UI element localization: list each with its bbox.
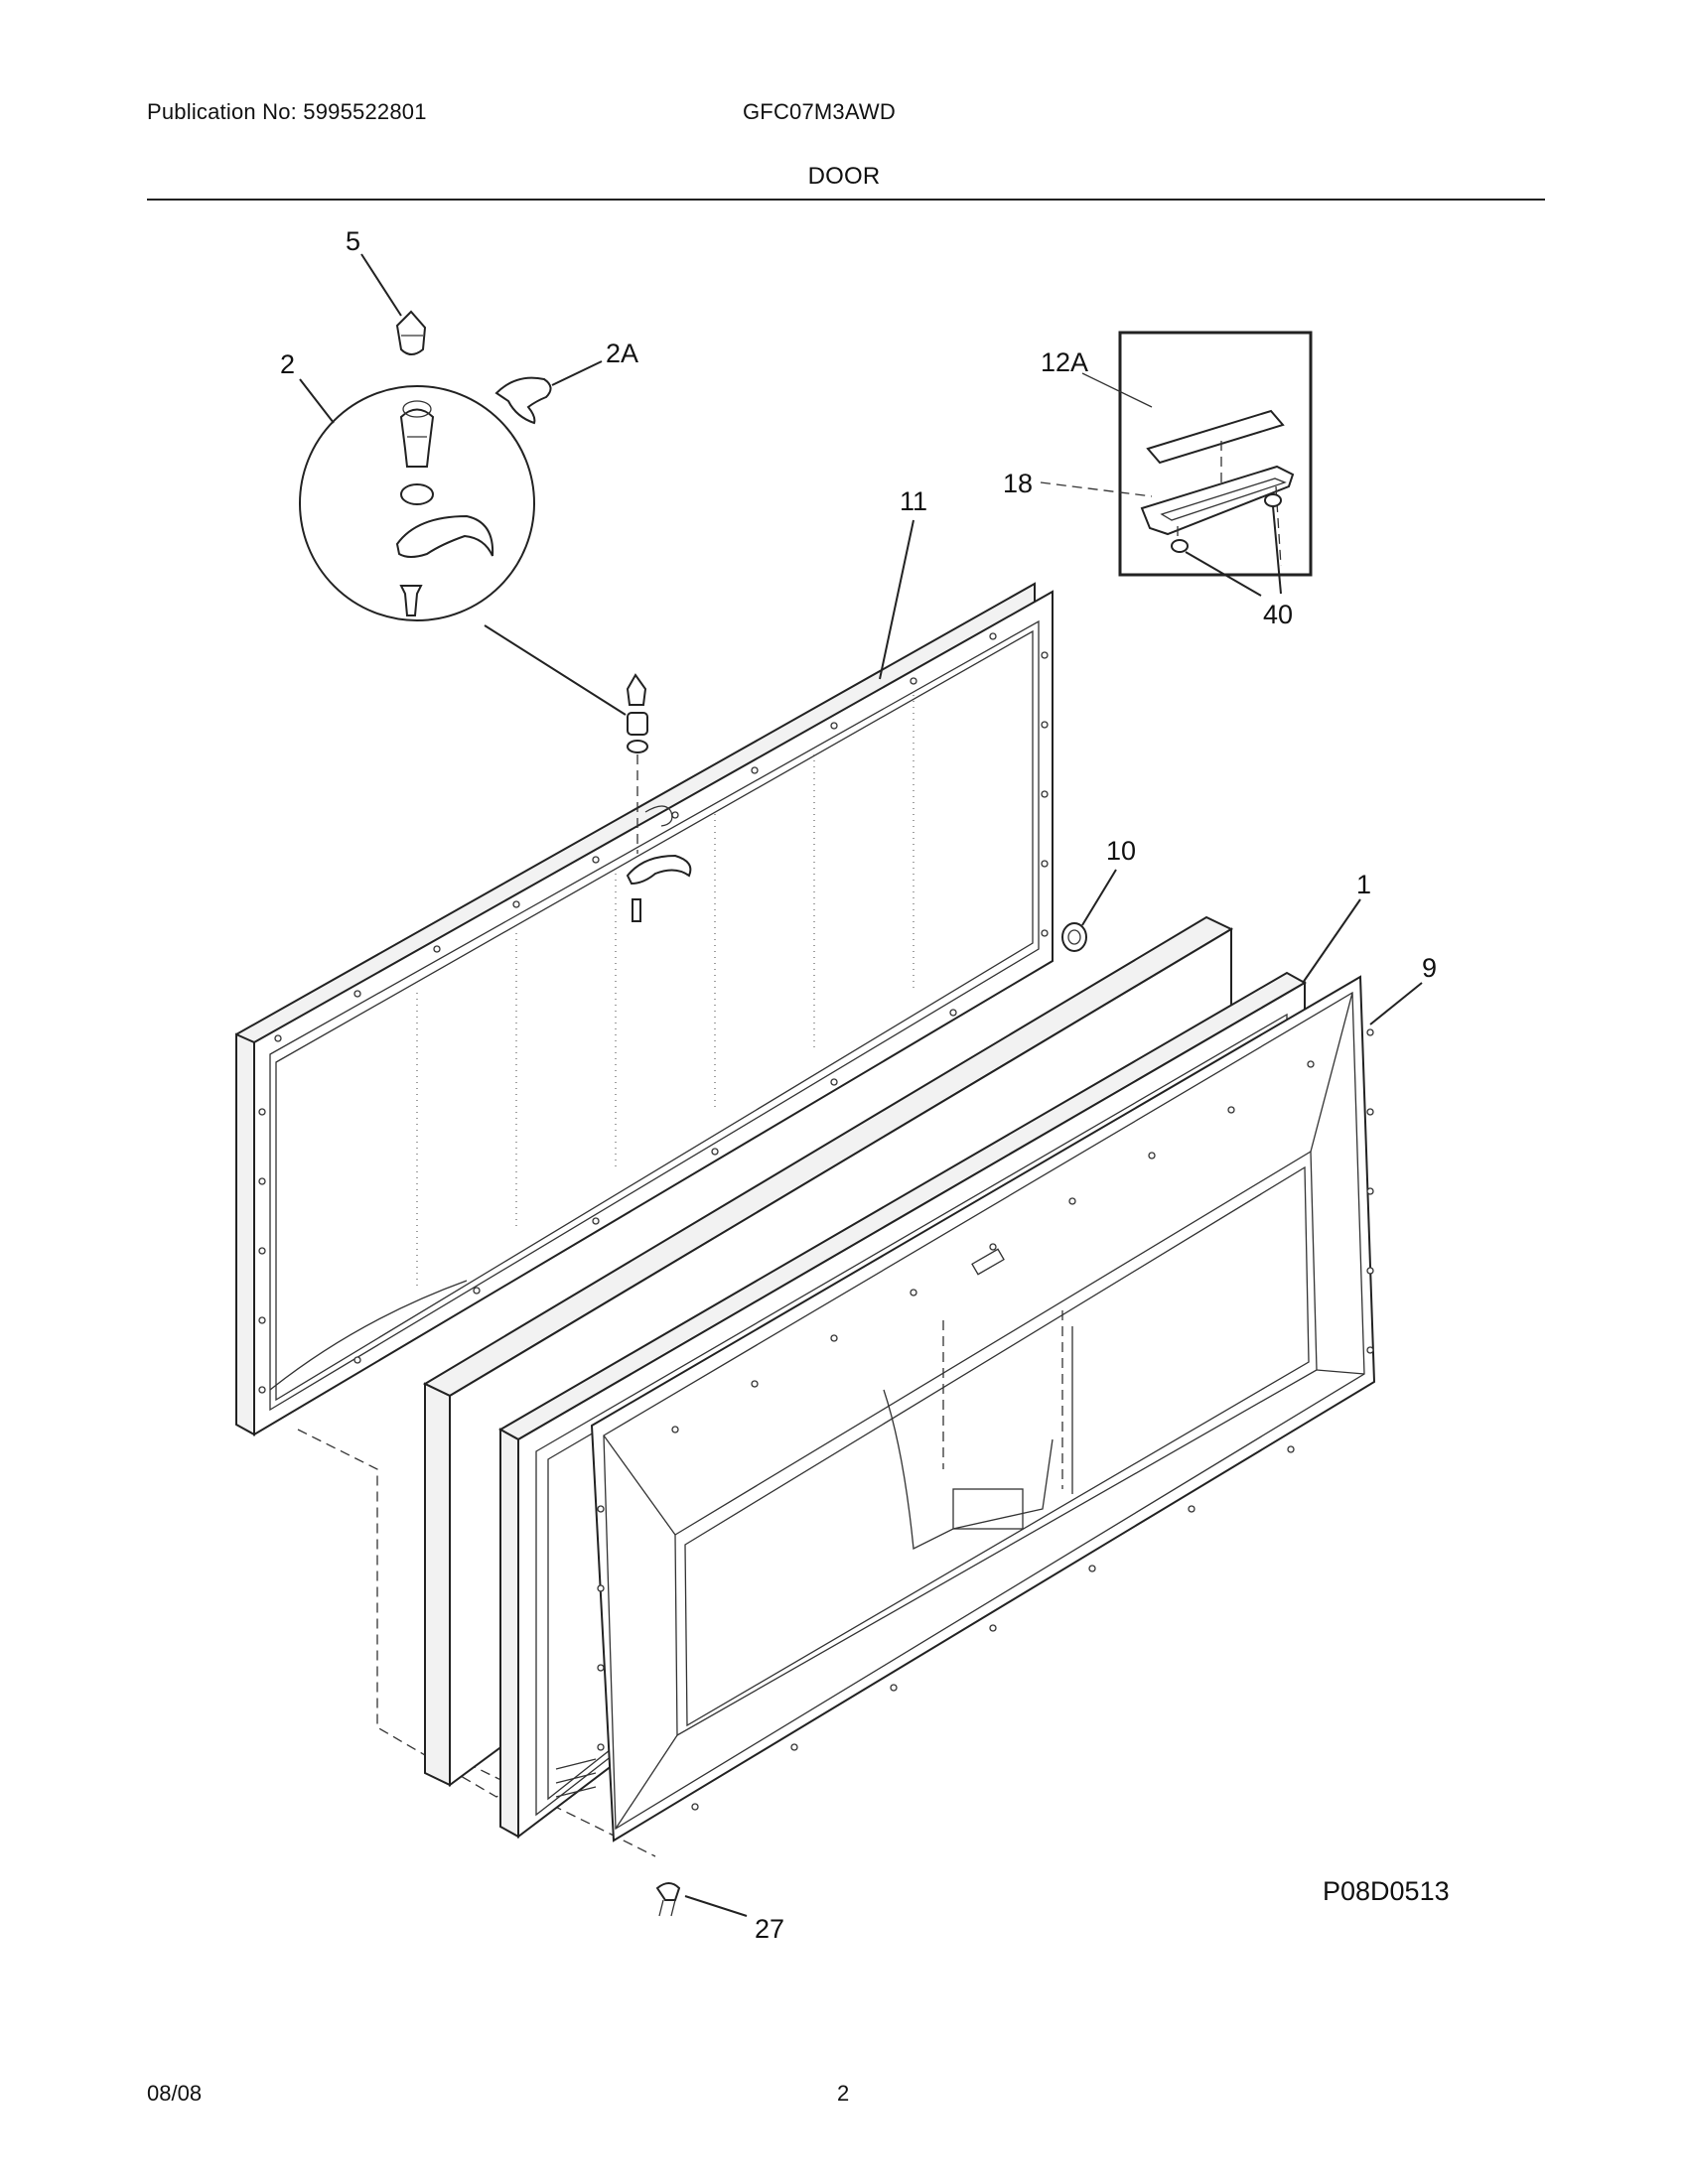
callout-27: 27 (755, 1914, 784, 1944)
leader-2a (551, 360, 603, 386)
figure-code: P08D0513 (1323, 1876, 1450, 1906)
door-inner-liner (590, 975, 1376, 1843)
leader-18 (1040, 481, 1153, 497)
door-bumper (1061, 869, 1117, 952)
header-rule (147, 199, 1545, 201)
hinge-detail-circle (299, 385, 535, 621)
callout-1: 1 (1356, 870, 1371, 899)
leader-1 (1302, 898, 1361, 984)
callout-2: 2 (280, 349, 295, 379)
leader-12a (1081, 372, 1153, 408)
hinge-bushing (399, 408, 435, 468)
leader-40-right (1272, 505, 1282, 595)
leader-5 (360, 253, 402, 317)
handle-detail-box (1118, 331, 1313, 577)
callout-10: 10 (1106, 836, 1136, 866)
liner-screw-holes (597, 1028, 1374, 1811)
publication-number: Publication No: 5995522801 (147, 99, 427, 124)
leader-11 (879, 519, 914, 680)
leader-9 (1369, 982, 1423, 1025)
page-number: 2 (837, 2081, 850, 2106)
leader-40-left (1185, 551, 1262, 597)
detail-leader (484, 624, 627, 716)
callout-9: 9 (1422, 953, 1437, 983)
footer-date: 08/08 (147, 2081, 203, 2106)
hinge-o-ring (400, 483, 434, 505)
hinge-cap (395, 310, 427, 355)
outer-panel-texture (416, 695, 914, 1291)
leader-2 (299, 378, 335, 424)
callout-5: 5 (346, 226, 360, 256)
hinge-clip (494, 376, 552, 425)
outer-panel-screw-holes (258, 632, 1049, 1394)
hinge-bracket (395, 514, 494, 558)
handle-screw-left (1171, 539, 1189, 553)
handle-screw-right (1264, 493, 1282, 507)
callout-18: 18 (1003, 469, 1033, 498)
callout-11: 11 (900, 486, 927, 516)
door-screw (655, 1882, 748, 1917)
callout-12a: 12A (1041, 347, 1088, 377)
door-outer-panel (235, 582, 1054, 1436)
model-number: GFC07M3AWD (743, 99, 896, 124)
hinge-assembly (626, 673, 692, 922)
callout-2a: 2A (606, 339, 638, 368)
hinge-screw (399, 585, 423, 616)
section-title: DOOR (807, 163, 881, 190)
handle-insert (1146, 409, 1285, 465)
callout-40: 40 (1263, 600, 1293, 629)
